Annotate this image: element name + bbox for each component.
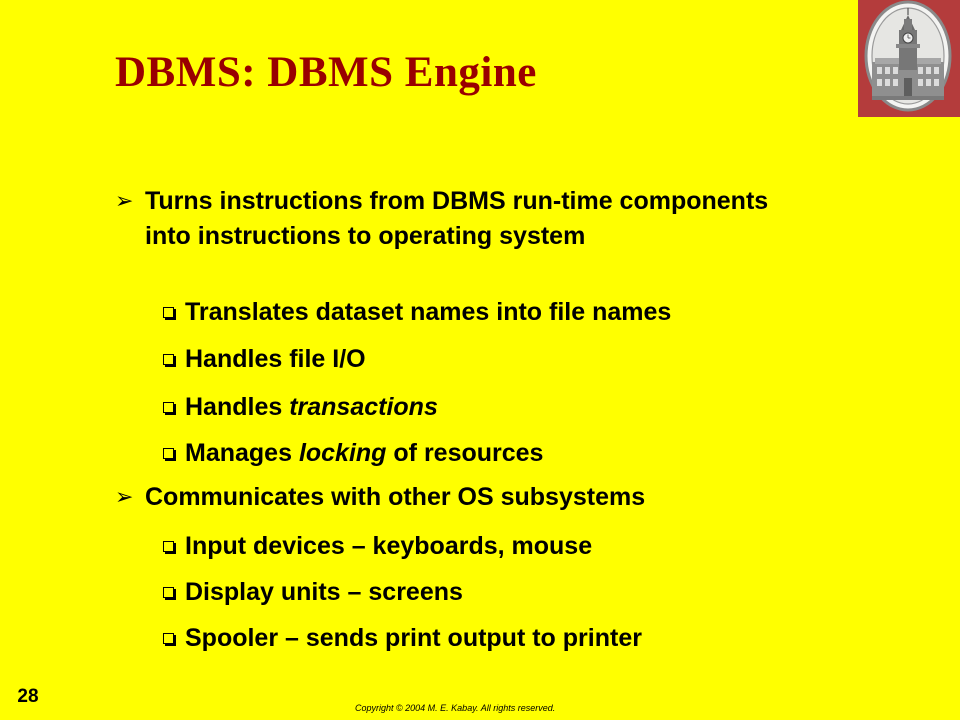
sub-bullet-text-plain: Handles: [185, 393, 290, 421]
sub-bullet-text: Handles file I/O: [185, 345, 366, 373]
copyright-notice: Copyright © 2004 M. E. Kabay. All rights…: [355, 703, 556, 713]
bullet-text: Communicates with other OS subsystems: [145, 483, 646, 511]
sub-bullet-text: Input devices – keyboards, mouse: [185, 532, 593, 560]
sub-bullet-text-plain: of resources: [386, 439, 544, 467]
sub-bullet-text: Spooler – sends print output to printer: [185, 624, 642, 652]
square-bullet-icon: [163, 448, 174, 459]
sub-bullet-text: Handles transactions: [185, 391, 438, 423]
bullet-text: Turns instructions from DBMS run-time co…: [145, 187, 769, 250]
arrow-bullet-icon: ➢: [115, 485, 134, 510]
clock-tower-seal-icon: [864, 0, 952, 112]
sub-bullet-text: Display units – screens: [185, 578, 463, 606]
sub-bullet-text-emphasis: transactions: [289, 393, 438, 421]
sub-bullet-text-emphasis: locking: [298, 439, 387, 467]
sub-bullet-text-plain: Manages: [185, 439, 299, 467]
slide-title: DBMS: DBMS Engine: [115, 49, 537, 96]
sub-bullet-text: Manages locking of resources: [185, 437, 543, 469]
square-bullet-icon: [163, 402, 174, 413]
square-bullet-icon: [163, 307, 174, 318]
page-number: 28: [17, 686, 39, 707]
arrow-bullet-icon: ➢: [115, 189, 134, 214]
bullet-item: ➢ Communicates with other OS subsystems: [115, 480, 805, 515]
logo: [858, 0, 960, 117]
sub-bullet-text: Translates dataset names into file names: [185, 298, 672, 326]
square-bullet-icon: [163, 354, 174, 365]
square-bullet-icon: [163, 541, 174, 552]
square-bullet-icon: [163, 633, 174, 644]
square-bullet-icon: [163, 587, 174, 598]
bullet-item: ➢ Turns instructions from DBMS run-time …: [115, 184, 805, 254]
